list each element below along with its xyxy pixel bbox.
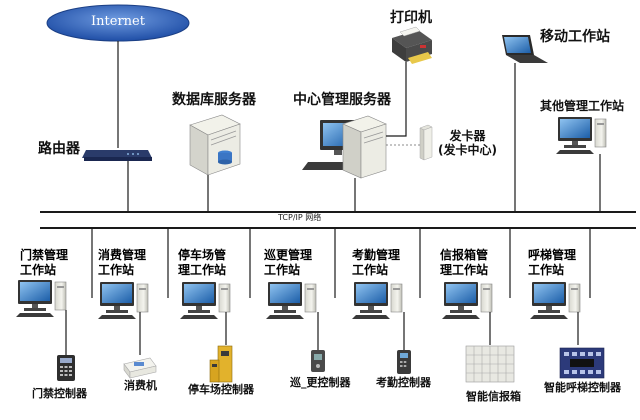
- db-server-label: 数据库服务器: [172, 92, 256, 108]
- central-server-icon: [302, 115, 387, 179]
- keypad-icon: [57, 355, 75, 381]
- printer-label: 打印机: [390, 10, 432, 26]
- center-server-label: 中心管理服务器: [293, 92, 391, 108]
- device-label: 停车场控制器: [188, 383, 254, 396]
- card-issuer-icon: [419, 124, 433, 161]
- workstation-title: 考勤管理工作站: [352, 248, 401, 277]
- workstation-title: 信报箱管理工作站: [440, 248, 489, 277]
- workstation-icon: [441, 281, 493, 320]
- tcp-ip-bus: [40, 211, 636, 229]
- mobile-workstation-label: 移动工作站: [540, 29, 610, 45]
- workstation-icon: [351, 281, 403, 320]
- database-server-icon: [189, 114, 241, 176]
- printer-icon: [392, 26, 432, 64]
- mailbox-icon: [465, 345, 515, 383]
- laptop-icon: [502, 35, 548, 63]
- attendance-reader-icon: [397, 350, 411, 374]
- patrol-reader-icon: [311, 350, 325, 372]
- router-label: 路由器: [38, 141, 80, 157]
- workstation-icon: [15, 279, 67, 318]
- workstation-icon: [529, 281, 581, 320]
- workstation-icon: [265, 281, 317, 320]
- device-label: 巡_更控制器: [290, 376, 351, 389]
- pos-terminal-icon: [123, 357, 157, 379]
- internet-label: Internet: [91, 14, 145, 29]
- device-label: 智能呼梯控制器: [544, 381, 621, 394]
- card-issuer-label: 发卡器 (发卡中心): [438, 129, 497, 157]
- device-label: 门禁控制器: [32, 387, 87, 400]
- other-workstation-icon: [555, 116, 607, 155]
- network-label: TCP/IP 网络: [278, 213, 322, 222]
- workstation-title: 消费管理工作站: [98, 248, 147, 277]
- workstation-title: 巡更管理工作站: [264, 248, 313, 277]
- router-icon: [82, 150, 152, 161]
- device-label: 消费机: [124, 379, 157, 392]
- elevator-board-icon: [559, 347, 605, 379]
- workstation-icon: [179, 281, 231, 320]
- workstation-title: 门禁管理工作站: [20, 248, 69, 277]
- device-label: 智能信报箱: [466, 390, 521, 403]
- parking-gate-icon: [209, 345, 233, 383]
- workstation-title: 停车场管理工作站: [178, 248, 227, 277]
- other-workstation-label: 其他管理工作站: [540, 99, 625, 113]
- device-label: 考勤控制器: [376, 376, 431, 389]
- workstation-title: 呼梯管理工作站: [528, 248, 577, 277]
